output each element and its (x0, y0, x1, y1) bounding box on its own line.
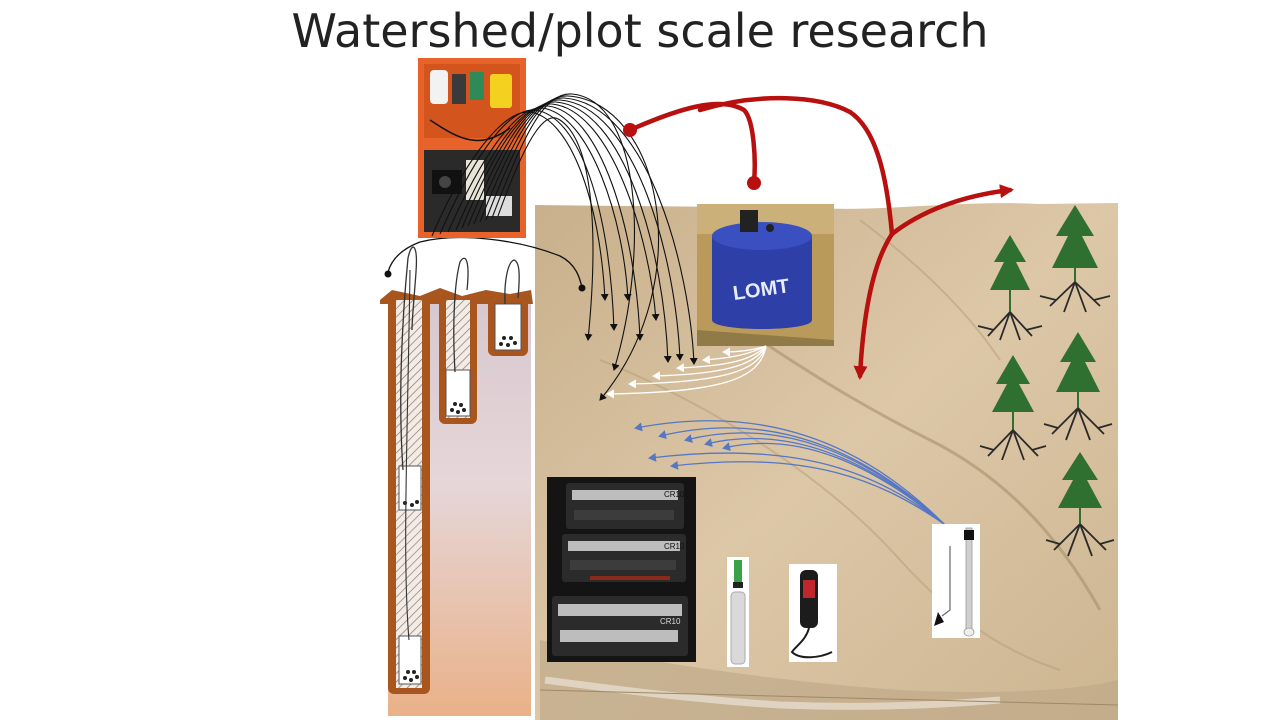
cable-arrows (431, 93, 698, 401)
middle-well (439, 296, 477, 424)
tensiometer-blue-arrows (634, 420, 945, 525)
datalogger-label: CR10 (664, 490, 685, 499)
datalogger-unit: CR10 (552, 596, 688, 656)
red-drum-dot (747, 176, 761, 190)
shallow-well (488, 296, 528, 356)
red-flow-arrows (627, 95, 1014, 380)
tensiometer-photo (932, 524, 980, 638)
tree-icon (1039, 205, 1111, 313)
field-kit-case-photo (418, 58, 526, 238)
tree-icon (977, 235, 1043, 341)
tree-icon (979, 355, 1047, 461)
deep-well (388, 296, 430, 694)
datalogger-unit: CR10 (566, 483, 685, 529)
drum-white-arrows (606, 345, 767, 399)
tree-icon (1043, 332, 1113, 441)
trees-with-roots (977, 205, 1115, 557)
datalogger-unit: CR10 (562, 534, 686, 582)
datalogger-label: CR10 (660, 617, 681, 626)
datalogger-label: CR10 (664, 542, 685, 551)
sensor-probe-photo (727, 557, 749, 667)
handheld-meter-photo (789, 564, 837, 662)
tree-icon (1045, 452, 1115, 557)
red-start-dot (623, 123, 637, 137)
datalogger-stack-photo: CR10 CR10 CR10 (547, 477, 696, 662)
soil-profile (380, 236, 586, 716)
blue-drum-sampler-photo: LOMT (697, 204, 834, 346)
